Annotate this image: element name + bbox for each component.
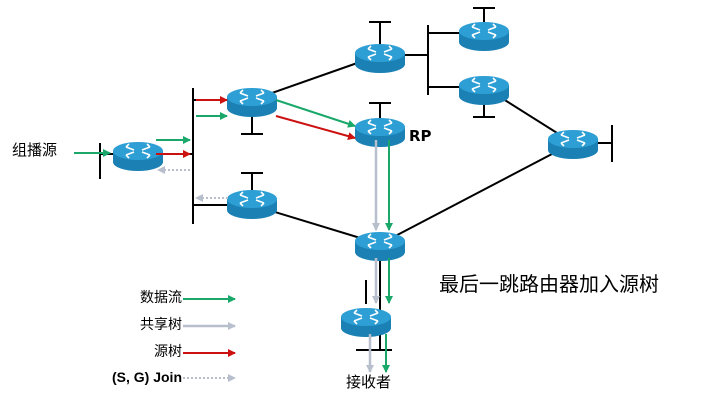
router-right-lower bbox=[458, 75, 510, 106]
join-arrows bbox=[157, 166, 228, 202]
legend-label-shared-tree: 共享树 bbox=[140, 317, 182, 333]
router-upper-left bbox=[226, 87, 278, 118]
legend-label-join: (S, G) Join bbox=[112, 369, 182, 385]
router-top-right bbox=[458, 21, 510, 52]
router-lower-left bbox=[226, 189, 278, 220]
rp-label: RP bbox=[409, 127, 432, 145]
source-tree-arrows bbox=[156, 96, 356, 158]
router-source bbox=[112, 141, 164, 172]
multicast-source-label: 组播源 bbox=[12, 141, 58, 159]
receiver-label: 接收者 bbox=[346, 373, 392, 391]
router-last-hop bbox=[340, 307, 392, 338]
shared-tree-arrows bbox=[366, 140, 380, 373]
data-flow-arrows bbox=[74, 99, 393, 373]
router-top bbox=[354, 43, 406, 74]
legend-label-source-tree: 源树 bbox=[154, 344, 182, 360]
diagram-caption: 最后一跳路由器加入源树 bbox=[439, 272, 659, 296]
router-rp bbox=[354, 117, 406, 148]
legend-arrows bbox=[183, 295, 236, 382]
router-central bbox=[354, 231, 406, 262]
legend-label-data-flow: 数据流 bbox=[140, 290, 182, 306]
router-far-right bbox=[547, 129, 599, 160]
